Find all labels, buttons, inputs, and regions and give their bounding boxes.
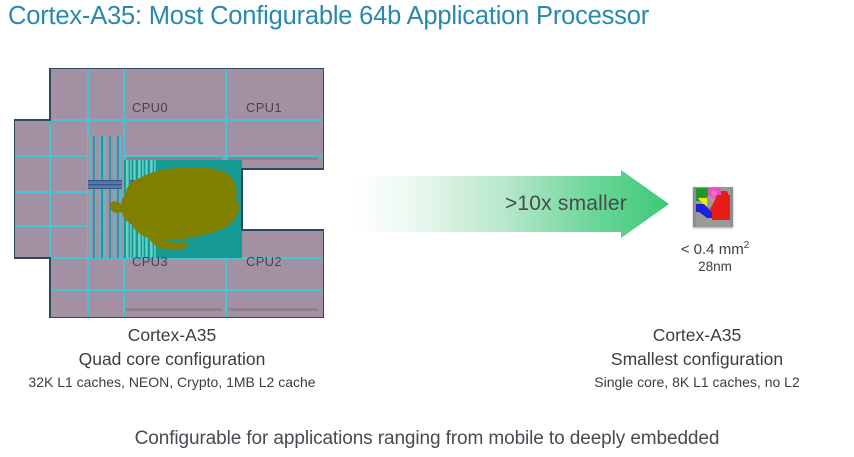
- slide-footer: Configurable for applications ranging fr…: [134, 428, 720, 449]
- core-label-cpu0: CPU0: [132, 100, 168, 115]
- caption-right-title: Cortex-A35: [652, 325, 742, 345]
- comparison-arrow: >10x smaller: [349, 170, 669, 238]
- caption-right-details: Single core, 8K L1 caches, no L2: [594, 374, 800, 390]
- caption-left: Cortex-A35 Quad core configuration 32K L…: [0, 324, 344, 393]
- process-node-value: 28nm: [698, 259, 732, 274]
- core-label-cpu2: CPU2: [246, 254, 282, 269]
- die-area-value: < 0.4 mm2: [620, 240, 810, 258]
- caption-left-config: Quad core configuration: [78, 349, 266, 369]
- caption-left-title: Cortex-A35: [127, 325, 217, 345]
- single-core-die-diagram: [693, 187, 733, 227]
- caption-right-config: Smallest configuration: [610, 349, 784, 369]
- quad-core-die-svg: [14, 68, 324, 318]
- arrow-label: >10x smaller: [504, 192, 627, 215]
- core-label-cpu3: CPU3: [132, 254, 168, 269]
- arrow-shape-icon: [349, 170, 669, 238]
- die-area-number: < 0.4 mm: [680, 241, 744, 258]
- single-core-die-svg: [693, 187, 733, 227]
- caption-left-details: 32K L1 caches, NEON, Crypto, 1MB L2 cach…: [28, 374, 316, 390]
- core-label-cpu1: CPU1: [246, 100, 282, 115]
- die-area-exponent: 2: [743, 240, 750, 251]
- quad-core-die-diagram: CPU0 CPU1 CPU3 CPU2: [14, 68, 324, 318]
- slide-title: Cortex-A35: Most Configurable 64b Applic…: [8, 2, 650, 30]
- caption-right: Cortex-A35 Smallest configuration Single…: [540, 324, 854, 393]
